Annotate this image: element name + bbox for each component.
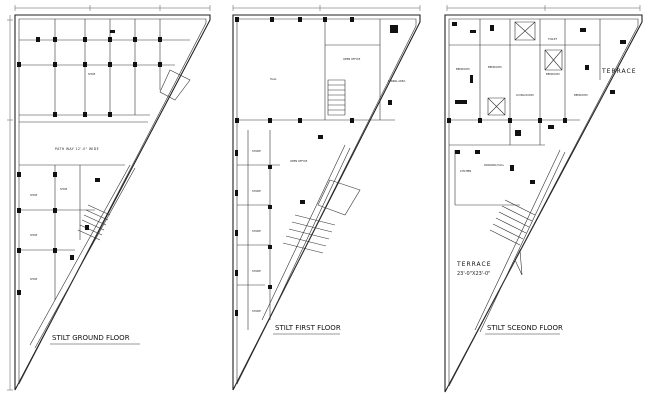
room-label: DRAWING HALL	[484, 163, 505, 167]
plan-stilt-second-floor: BEDROOM BEDROOM BEDROOM LIVING ROOM BEDR…	[444, 5, 643, 393]
columns	[17, 30, 162, 295]
room-label: OPEN OFFICE	[343, 57, 361, 61]
room-label: HALL	[270, 77, 277, 81]
room-label: STORE	[252, 309, 261, 313]
room-label: KITCHEN	[460, 169, 471, 173]
room-label: OPEN OFFICE	[290, 159, 308, 163]
room-label: SHOP	[30, 193, 38, 197]
room-label: SHOP	[30, 277, 38, 281]
room-label: BEDROOM	[488, 65, 502, 69]
room-label: BEDROOM	[546, 72, 560, 76]
room-label: LIVING ROOM	[516, 93, 534, 97]
plan-stilt-first-floor: HALL OPEN OFFICE DINING AREA STORE STORE…	[232, 5, 421, 391]
columns	[447, 22, 626, 184]
room-label: STORE	[252, 229, 261, 233]
room-label: SHOP	[60, 187, 68, 191]
terrace-size-label: 23'-0"X23'-0"	[457, 271, 490, 277]
plan-title: STILT FIRST FLOOR	[275, 324, 341, 332]
room-label: STORE	[252, 269, 261, 273]
room-label: BEDROOM	[456, 67, 470, 71]
path-way-label: PATH WAY 12'-0" WIDE	[55, 147, 99, 151]
room-label: SHOP	[88, 72, 96, 76]
room-label: DINING AREA	[388, 79, 405, 83]
terrace-label: TERRACE	[601, 68, 637, 75]
plan-title: STILT SCEOND FLOOR	[487, 324, 563, 332]
room-label: BEDROOM	[574, 93, 588, 97]
room-label: STORE	[252, 149, 261, 153]
plan-stilt-ground-floor: SHOP SHOP SHOP SHOP SHOP PATH WAY 12'-0"…	[7, 5, 211, 391]
columns	[235, 17, 398, 316]
room-label: SHOP	[30, 233, 38, 237]
room-label: TOILET	[548, 37, 557, 41]
room-label: STORE	[252, 189, 261, 193]
terrace-big-label: TERRACE	[456, 261, 492, 268]
plan-title: STILT GROUND FLOOR	[52, 334, 130, 342]
